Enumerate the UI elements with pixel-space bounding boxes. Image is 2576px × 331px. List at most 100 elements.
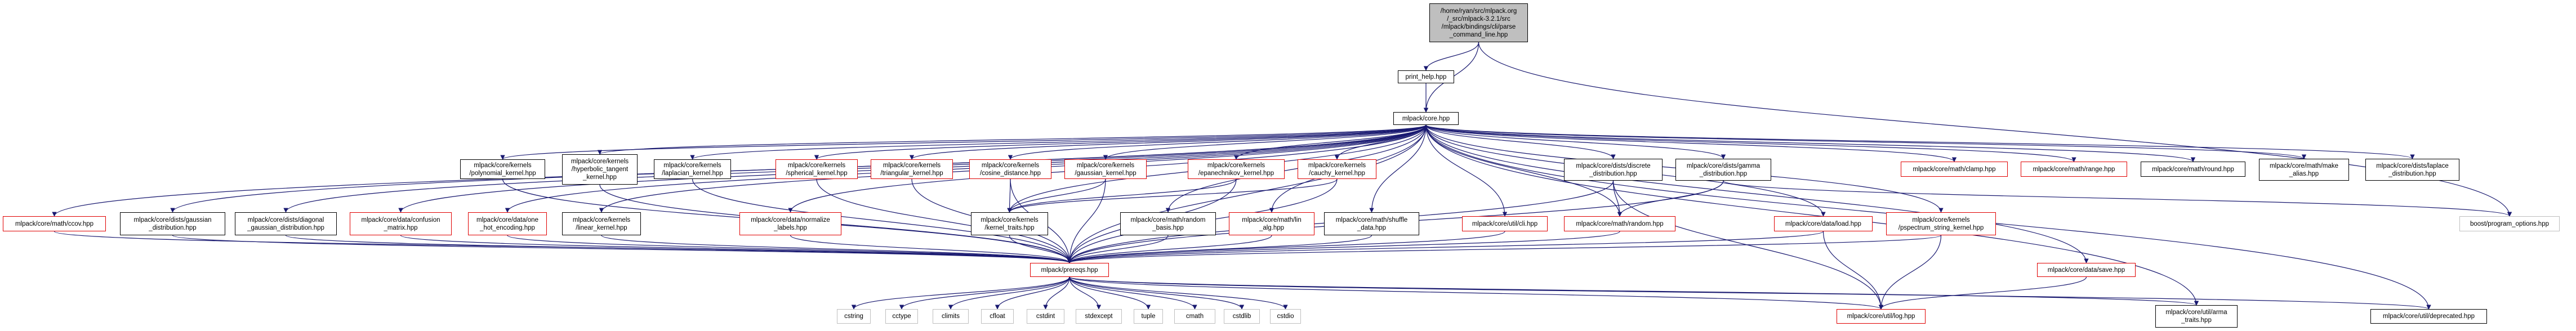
edge-core-to-laplace_dist bbox=[1425, 124, 2415, 159]
node-cosine[interactable]: mlpack/core/kernels /cosine_distance.hpp bbox=[969, 159, 1051, 179]
node-cstdint[interactable]: cstdint bbox=[1027, 309, 1064, 324]
edge-prereqs-to-cstdio bbox=[1069, 276, 1288, 310]
node-one-hot[interactable]: mlpack/core/data/one _hot_encoding.hpp bbox=[468, 212, 547, 235]
edge-core-to-hyperbolic bbox=[598, 124, 1427, 155]
edge-random-to-prereqs bbox=[1067, 231, 1620, 263]
edge-gaussian_dist-to-prereqs bbox=[172, 235, 1072, 263]
node-clamp[interactable]: mlpack/core/math/clamp.hpp bbox=[1901, 162, 2008, 177]
edge-prereqs-to-cstring bbox=[851, 276, 1070, 310]
node-deprecated[interactable]: mlpack/core/util/deprecated.hpp bbox=[2370, 309, 2487, 324]
node-laplacian[interactable]: mlpack/core/kernels /laplacian_kernel.hp… bbox=[654, 159, 731, 179]
node-random-basis[interactable]: mlpack/core/math/random _basis.hpp bbox=[1120, 212, 1216, 235]
node-laplace-dist[interactable]: mlpack/core/dists/laplace _distribution.… bbox=[2365, 159, 2459, 181]
edge-core-to-round bbox=[1425, 124, 2195, 162]
edge-shuffle-to-prereqs bbox=[1067, 235, 1372, 263]
node-print-help[interactable]: print_help.hpp bbox=[1398, 70, 1454, 83]
edge-core-to-gaussian_k bbox=[1103, 124, 1427, 160]
node-log[interactable]: mlpack/core/util/log.hpp bbox=[1837, 309, 1926, 324]
edge-lin_alg-to-prereqs bbox=[1067, 235, 1272, 263]
node-spherical[interactable]: mlpack/core/kernels /spherical_kernel.hp… bbox=[776, 159, 858, 179]
node-cmath[interactable]: cmath bbox=[1174, 309, 1215, 324]
edge-diagonal-to-prereqs bbox=[285, 235, 1072, 263]
node-normalize[interactable]: mlpack/core/data/normalize _labels.hpp bbox=[739, 212, 841, 235]
edge-spherical-to-prereqs bbox=[816, 178, 1072, 263]
edge-cosine-to-kernel_traits bbox=[1007, 178, 1012, 213]
node-boost[interactable]: boost/program_options.hpp bbox=[2459, 216, 2560, 231]
node-polynomial[interactable]: mlpack/core/kernels /polynomial_kernel.h… bbox=[460, 159, 545, 179]
node-pspectrum[interactable]: mlpack/core/kernels /pspectrum_string_ke… bbox=[1886, 212, 1996, 235]
node-triangular[interactable]: mlpack/core/kernels /triangular_kernel.h… bbox=[871, 159, 953, 179]
node-gaussian-k[interactable]: mlpack/core/kernels /gaussian_kernel.hpp bbox=[1064, 159, 1147, 179]
edge-core-to-spherical bbox=[814, 124, 1427, 160]
node-arma-traits[interactable]: mlpack/core/util/arma _traits.hpp bbox=[2155, 305, 2238, 328]
edge-epanechnikov-to-kernel_traits bbox=[1007, 178, 1237, 213]
node-climits[interactable]: climits bbox=[933, 309, 969, 324]
edge-core-to-one_hot bbox=[505, 124, 1427, 213]
node-confusion[interactable]: mlpack/core/data/confusion _matrix.hpp bbox=[350, 212, 452, 235]
edge-save-to-log bbox=[1878, 276, 2087, 310]
edge-gamma-to-boost bbox=[1723, 180, 2512, 217]
node-hyperbolic[interactable]: mlpack/core/kernels /hyperbolic_tangent … bbox=[562, 154, 638, 185]
edge-core-to-make_alias bbox=[1425, 124, 2306, 159]
edge-core-to-discrete bbox=[1425, 124, 1616, 159]
node-load[interactable]: mlpack/core/data/load.hpp bbox=[1774, 216, 1873, 231]
edge-random_basis-to-prereqs bbox=[1067, 235, 1169, 263]
node-gaussian-dist[interactable]: mlpack/core/dists/gaussian _distribution… bbox=[120, 212, 225, 235]
node-random[interactable]: mlpack/core/math/random.hpp bbox=[1564, 216, 1675, 231]
edge-confusion-to-prereqs bbox=[400, 235, 1072, 263]
node-make-alias[interactable]: mlpack/core/math/make _alias.hpp bbox=[2259, 159, 2349, 181]
node-cstdlib[interactable]: cstdlib bbox=[1224, 309, 1260, 324]
node-prereqs[interactable]: mlpack/prereqs.hpp bbox=[1030, 263, 1109, 277]
edge-core-to-gamma bbox=[1425, 124, 1726, 159]
node-lin-alg[interactable]: mlpack/core/math/lin _alg.hpp bbox=[1229, 212, 1314, 235]
node-discrete[interactable]: mlpack/core/dists/discrete _distribution… bbox=[1564, 159, 1663, 181]
node-diagonal[interactable]: mlpack/core/dists/diagonal _gaussian_dis… bbox=[235, 212, 337, 235]
node-gamma[interactable]: mlpack/core/dists/gamma _distribution.hp… bbox=[1675, 159, 1771, 181]
node-root[interactable]: /home/ryan/src/mlpack.org /_src/mlpack-3… bbox=[1429, 3, 1528, 42]
edge-prereqs-to-tuple bbox=[1069, 276, 1151, 310]
edge-prereqs-to-cmath bbox=[1069, 276, 1197, 310]
edge-core-to-save bbox=[1425, 124, 2089, 263]
edge-core-to-cosine bbox=[1008, 124, 1427, 160]
node-shuffle[interactable]: mlpack/core/math/shuffle _data.hpp bbox=[1324, 212, 1419, 235]
edge-laplacian-to-prereqs bbox=[692, 178, 1072, 263]
edge-prereqs-to-stdexcept bbox=[1069, 276, 1102, 310]
node-tuple[interactable]: tuple bbox=[1134, 309, 1163, 324]
node-ccov[interactable]: mlpack/core/math/ccov.hpp bbox=[3, 216, 106, 231]
edge-core-to-random_basis bbox=[1165, 124, 1427, 213]
node-linear[interactable]: mlpack/core/kernels /linear_kernel.hpp bbox=[562, 212, 641, 235]
node-cli[interactable]: mlpack/core/util/cli.hpp bbox=[1462, 216, 1548, 231]
edge-core-to-polynomial bbox=[500, 124, 1427, 160]
edge-load-to-prereqs bbox=[1067, 231, 1824, 263]
edge-kernel_traits-to-prereqs bbox=[1009, 235, 1072, 263]
edge-pspectrum-to-prereqs bbox=[1067, 235, 1942, 263]
edge-core-to-clamp bbox=[1425, 124, 1956, 162]
edge-one_hot-to-prereqs bbox=[507, 235, 1072, 263]
node-cstring[interactable]: cstring bbox=[837, 309, 871, 324]
node-round[interactable]: mlpack/core/math/round.hpp bbox=[2141, 162, 2245, 177]
node-kernel-traits[interactable]: mlpack/core/kernels /kernel_traits.hpp bbox=[971, 212, 1048, 235]
edge-core-to-range bbox=[1425, 124, 2076, 162]
edge-linear-to-prereqs bbox=[601, 235, 1072, 263]
edge-core-to-random bbox=[1425, 124, 1623, 217]
edge-root-to-boost bbox=[1478, 42, 2512, 217]
edge-prereqs-to-cctype bbox=[899, 276, 1070, 310]
node-epanechnikov[interactable]: mlpack/core/kernels /epanechnikov_kernel… bbox=[1188, 159, 1285, 179]
node-cstdio[interactable]: cstdio bbox=[1270, 309, 1301, 324]
edge-pspectrum-to-log bbox=[1878, 235, 1942, 310]
edge-core-to-laplacian bbox=[690, 124, 1427, 160]
edge-core-to-triangular bbox=[910, 124, 1427, 160]
node-range[interactable]: mlpack/core/math/range.hpp bbox=[2021, 162, 2127, 177]
node-core[interactable]: mlpack/core.hpp bbox=[1393, 112, 1459, 125]
edge-core-to-shuffle bbox=[1369, 124, 1427, 213]
edge-prereqs-to-cstdint bbox=[1043, 276, 1070, 310]
node-cctype[interactable]: cctype bbox=[885, 309, 918, 324]
edge-gamma-to-random bbox=[1617, 180, 1724, 217]
node-save[interactable]: mlpack/core/data/save.hpp bbox=[2037, 263, 2136, 277]
node-cauchy[interactable]: mlpack/core/kernels /cauchy_kernel.hpp bbox=[1298, 159, 1376, 179]
edge-cli-to-prereqs bbox=[1067, 231, 1505, 263]
node-stdexcept[interactable]: stdexcept bbox=[1076, 309, 1122, 324]
edge-core-to-cli bbox=[1425, 124, 1508, 217]
node-cfloat[interactable]: cfloat bbox=[981, 309, 1014, 324]
edge-load-to-log bbox=[1822, 231, 1884, 310]
